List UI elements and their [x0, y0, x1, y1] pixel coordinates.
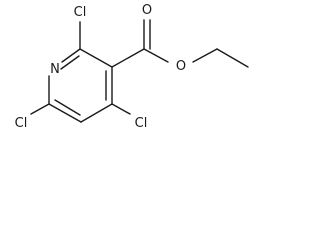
atom-label-n: N — [50, 62, 60, 77]
atom-label-o-ester: O — [176, 59, 186, 74]
bond-c3-carbonyl-carbon — [111, 48, 145, 68]
bond-c4-cl — [111, 103, 131, 115]
atom-label-cl-2: Cl — [74, 5, 87, 20]
bond-c5-c6 — [48, 103, 82, 123]
bond-n1-c2 — [61, 48, 81, 63]
bond-carbonyl-c-ester-o — [143, 48, 169, 63]
bond-c6-cl — [30, 103, 50, 115]
chemical-structure: N Cl Cl Cl O O — [15, 3, 249, 131]
atom-label-cl-4: Cl — [135, 116, 148, 131]
bond-ch2-ch3 — [216, 48, 249, 68]
bond-n1-c2-inner — [60, 55, 80, 70]
bond-c5-c6-inner — [54, 99, 81, 116]
bond-c4-c5 — [80, 103, 113, 123]
atom-label-cl-6: Cl — [15, 116, 28, 131]
bond-ester-o-ch2 — [192, 48, 218, 63]
atom-label-o-carbonyl: O — [142, 3, 152, 18]
bond-c2-c3 — [79, 48, 113, 68]
